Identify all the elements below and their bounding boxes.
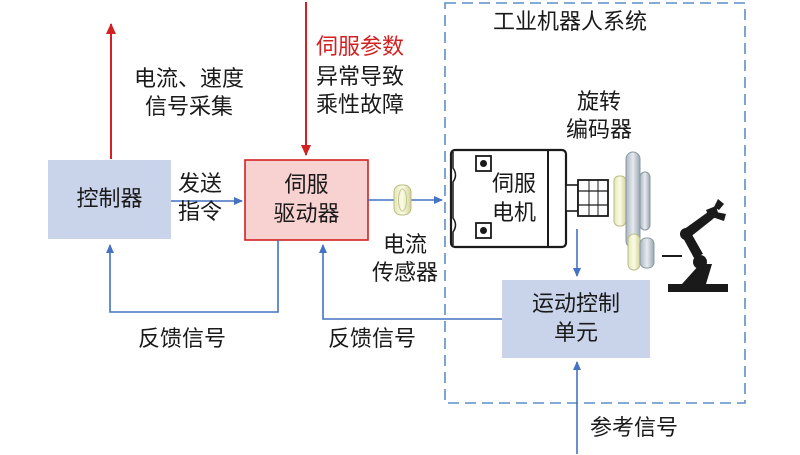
fault-cause-line2: 乘性故障 [316,93,405,118]
rotary-encoder-label: 旋转 编码器 [560,89,638,145]
servo-driver-label-line1: 伺服 [284,173,329,198]
servo-param-label: 伺服参数 [316,35,405,60]
servo-motor-label-line2: 电机 [492,201,537,226]
signal-collection-line2: 信号采集 [144,95,233,120]
system-boundary [444,2,746,404]
servo-driver-label-line2: 驱动器 [273,202,340,227]
controller-label: 控制器 [76,187,143,212]
feedback-signal-right-label: 反馈信号 [328,327,417,352]
send-command-line2: 指令 [178,200,223,225]
current-sensor-line2: 传感器 [371,261,438,286]
current-sensor-icon [393,184,412,216]
reference-signal-label: 参考信号 [590,416,679,441]
controller-box [48,160,171,239]
current-sensor-line1: 电流 [382,233,427,258]
motion-control-unit-box [502,280,650,358]
send-command-line1: 发送 [178,172,223,197]
rotary-encoder-icon [613,151,655,271]
servo-motor-label-line1: 伺服 [492,172,537,197]
send-command-label: 发送 指令 [178,171,222,227]
fault-cause-label: 异常导致 乘性故障 [316,64,404,120]
system-title: 工业机器人系统 [493,10,648,35]
motion-control-unit-label: 运动控制 单元 [502,290,650,348]
servo-driver-box [244,159,369,241]
motion-control-unit-line2: 单元 [553,321,598,346]
feedback-signal-left-label: 反馈信号 [138,327,227,352]
feedback-arrow-right [319,244,502,320]
fault-cause-line1: 异常导致 [316,65,405,90]
rotary-encoder-line2: 编码器 [565,118,632,143]
signal-collection-label: 电流、速度 信号采集 [120,66,258,122]
signal-collection-line1: 电流、速度 [133,67,244,92]
rotary-encoder-line1: 旋转 [576,90,621,115]
motion-control-unit-line1: 运动控制 [531,292,620,317]
servo-motor-icon [449,148,609,249]
feedback-arrow-left [106,240,279,313]
servo-driver-label: 伺服 驱动器 [245,171,368,229]
current-sensor-label: 电流 传感器 [360,232,450,288]
robot-arm-icon [662,199,728,292]
servo-motor-label: 伺服 电机 [478,170,558,228]
